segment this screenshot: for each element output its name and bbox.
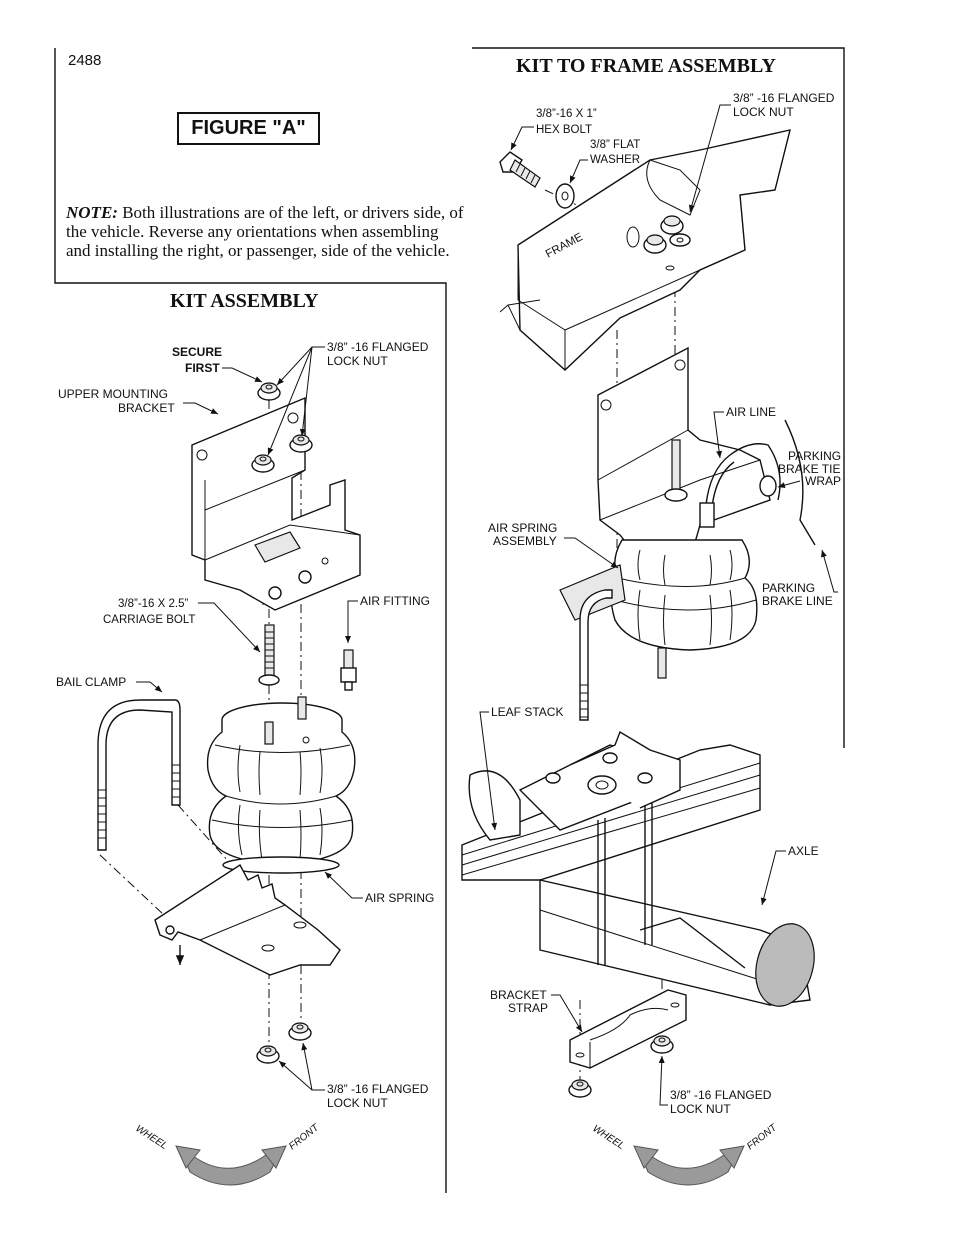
hex-bolt-label: 3/8”-16 X 1”	[536, 108, 597, 120]
flat-washer-label: WASHER	[590, 154, 640, 166]
bail-clamp	[97, 699, 181, 851]
lock-nut-icon	[660, 215, 684, 235]
upper-mounting-bracket	[191, 396, 361, 611]
wheel-direction-label: WHEEL	[590, 1123, 626, 1152]
lower-bracket	[154, 863, 341, 976]
air-spring-label: AIR SPRING	[365, 891, 434, 905]
lock-nut-bottom-label: LOCK NUT	[327, 1096, 388, 1110]
leaf-stack-label: LEAF STACK	[491, 705, 563, 719]
carriage-bolt-label: CARRIAGE BOLT	[103, 614, 195, 626]
frame-direction-indicator: WHEEL FRONT	[590, 1122, 780, 1186]
kit-assembly-title: KIT ASSEMBLY	[170, 290, 319, 312]
frame-lock-nut-label: 3/8” -16 FLANGED	[733, 91, 835, 105]
frame-rail: FRAME	[499, 129, 791, 371]
front-direction-label: FRONT	[287, 1122, 322, 1152]
note-lead: NOTE:	[66, 203, 118, 222]
carriage-bolt	[258, 624, 280, 686]
bracket-strap-label: STRAP	[508, 1001, 548, 1015]
axle-bracket	[518, 730, 681, 965]
secure-first-label: SECURE	[172, 345, 222, 359]
lock-nut-icon	[251, 454, 275, 473]
lock-nut-bottom-label: 3/8” -16 FLANGED	[327, 1082, 429, 1096]
hex-bolt	[499, 151, 541, 188]
kit-direction-indicator: WHEEL FRONT	[133, 1122, 322, 1186]
kit-bottom-lock-nuts	[256, 1022, 312, 1064]
parking-line-label: BRAKE LINE	[762, 594, 833, 608]
lock-nut-icon	[288, 1022, 312, 1041]
frame-assembly-labels: 3/8”-16 X 1” HEX BOLT 3/8” FLAT WASHER 3…	[479, 91, 841, 1116]
flat-washer	[555, 183, 575, 209]
lock-nut-icon	[256, 1045, 280, 1064]
upper-bracket-label: BRACKET	[118, 401, 175, 415]
note-text: Both illustrations are of the left, or d…	[66, 203, 464, 260]
air-spring	[206, 696, 356, 874]
air-line	[699, 419, 816, 546]
lock-nut-icon	[257, 382, 281, 401]
flat-washer-label: 3/8” FLAT	[590, 139, 640, 151]
bracket-strap-label: BRACKET	[490, 988, 547, 1002]
kit-to-frame-title: KIT TO FRAME ASSEMBLY	[516, 55, 776, 77]
kit-top-lock-nuts	[251, 382, 313, 473]
axle-label: AXLE	[788, 844, 819, 858]
hex-bolt-label: HEX BOLT	[536, 124, 592, 136]
bail-clamp-label: BAIL CLAMP	[56, 675, 126, 689]
parking-line-label: PARKING	[762, 581, 815, 595]
frame-bottom-lock-nut-label: 3/8” -16 FLANGED	[670, 1088, 772, 1102]
wheel-direction-label: WHEEL	[133, 1123, 169, 1152]
parking-tie-label: WRAP	[805, 474, 841, 488]
lock-nut-icon	[568, 1079, 592, 1098]
leaf-stack	[461, 744, 761, 881]
figure-label: FIGURE "A"	[177, 112, 320, 145]
frame-u-bolt	[579, 589, 613, 721]
page-number: 2488	[68, 52, 102, 69]
frame-lock-nut-label: LOCK NUT	[733, 105, 794, 119]
frame-bottom-lock-nuts	[568, 1035, 674, 1098]
frame-lock-nuts	[643, 215, 691, 254]
panel-borders	[54, 47, 845, 1193]
air-line-label: AIR LINE	[726, 405, 776, 419]
lock-nut-top-label: LOCK NUT	[327, 354, 388, 368]
front-direction-label: FRONT	[745, 1122, 780, 1152]
note-paragraph: NOTE: Both illustrations are of the left…	[66, 203, 466, 260]
air-spring-assembly-label: AIR SPRING	[488, 521, 557, 535]
air-spring-assembly	[559, 539, 758, 679]
secure-first-label: FIRST	[185, 361, 220, 375]
lock-nut-icon	[650, 1035, 674, 1054]
kit-assembly-labels: SECURE FIRST 3/8” -16 FLANGED LOCK NUT U…	[56, 340, 434, 1110]
parking-tie-label: PARKING	[788, 449, 841, 463]
lock-nut-icon	[643, 234, 667, 254]
frame-upper-bracket	[597, 346, 771, 561]
upper-bracket-label: UPPER MOUNTING	[58, 387, 168, 401]
parking-tie-label: BRAKE TIE	[778, 462, 840, 476]
air-fitting-label: AIR FITTING	[360, 594, 430, 608]
frame-bottom-lock-nut-label: LOCK NUT	[670, 1102, 731, 1116]
lock-nut-icon	[289, 434, 313, 453]
axle	[539, 879, 815, 1007]
carriage-bolt-label: 3/8”-16 X 2.5”	[118, 598, 188, 610]
bracket-strap	[569, 989, 687, 1069]
air-fitting	[340, 649, 357, 691]
air-spring-assembly-label: ASSEMBLY	[493, 534, 557, 548]
lock-nut-top-label: 3/8” -16 FLANGED	[327, 340, 429, 354]
